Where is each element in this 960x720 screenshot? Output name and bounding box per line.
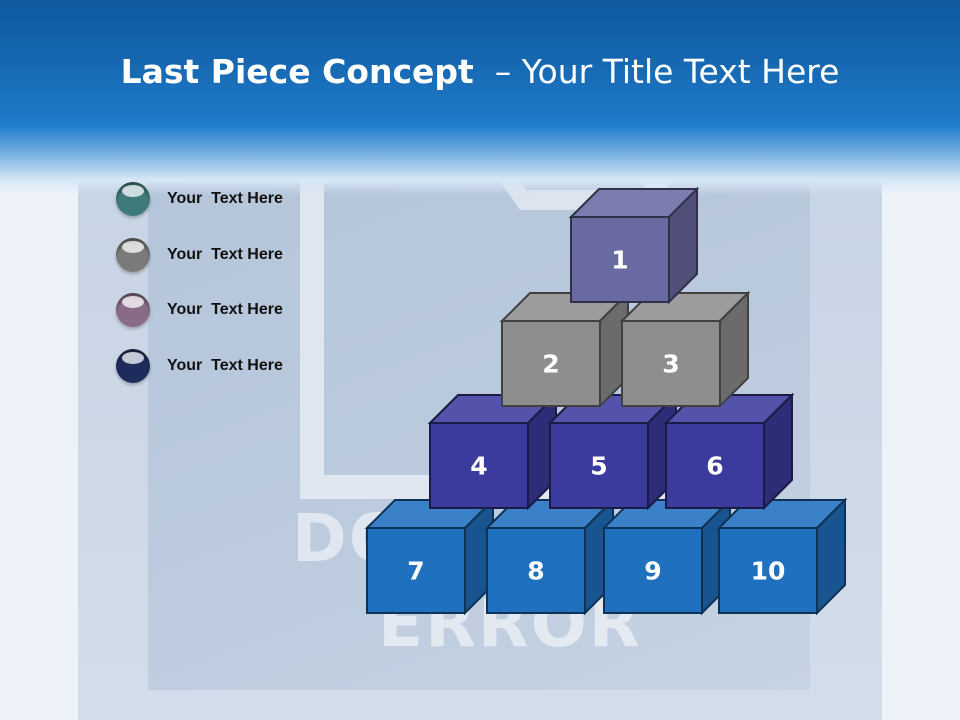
block-front-face [549, 422, 649, 509]
block-label: 8 [527, 557, 544, 586]
block-7: 7 [364, 497, 496, 616]
legend-bullet-icon [116, 349, 150, 383]
block-3: 3 [619, 290, 751, 409]
block-front-face [621, 320, 721, 407]
block-label: 9 [644, 557, 661, 586]
title-bar [0, 0, 960, 195]
block-front-face [486, 527, 586, 614]
legend-bullet-icon [116, 182, 150, 216]
block-front-face [718, 527, 818, 614]
block-1: 1 [568, 186, 700, 305]
title-bold: Last Piece Concept [120, 52, 474, 91]
block-label: 7 [407, 557, 424, 586]
legend-label: Your Text Here [167, 190, 283, 207]
slide-title: Last Piece Concept – Your Title Text Her… [0, 52, 960, 91]
block-front-face [366, 527, 466, 614]
block-front-face [603, 527, 703, 614]
block-label: 5 [590, 452, 607, 481]
block-8: 8 [484, 497, 616, 616]
block-front-face [665, 422, 765, 509]
legend-label: Your Text Here [167, 301, 283, 318]
block-label: 4 [470, 452, 487, 481]
block-front-face [501, 320, 601, 407]
block-label: 10 [751, 557, 786, 586]
block-6: 6 [663, 392, 795, 511]
block-front-face [429, 422, 529, 509]
title-subtitle: – Your Title Text Here [473, 52, 840, 91]
legend-bullet-icon [116, 293, 150, 327]
block-4: 4 [427, 392, 559, 511]
block-label: 2 [542, 350, 559, 379]
block-label: 3 [662, 350, 679, 379]
block-2: 2 [499, 290, 631, 409]
legend-label: Your Text Here [167, 246, 283, 263]
legend-label: Your Text Here [167, 357, 283, 374]
block-label: 6 [706, 452, 723, 481]
block-9: 9 [601, 497, 733, 616]
block-5: 5 [547, 392, 679, 511]
block-label: 1 [611, 246, 628, 275]
block-10: 10 [716, 497, 848, 616]
block-front-face [570, 216, 670, 303]
legend-bullet-icon [116, 238, 150, 272]
